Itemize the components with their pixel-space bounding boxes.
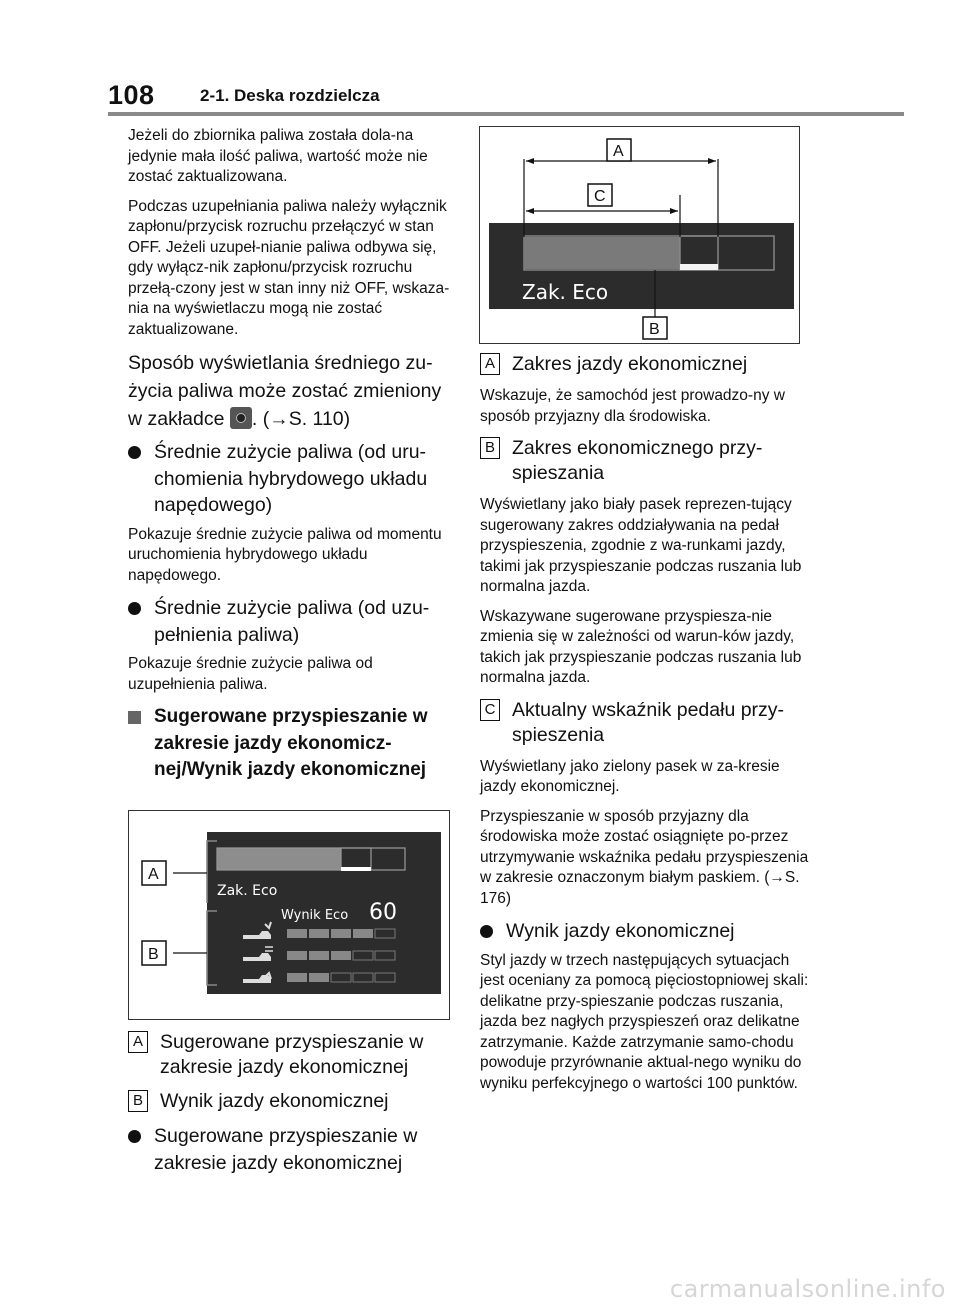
bullet-title: Średnie zużycie paliwa (od uru-chomienia…: [154, 441, 428, 516]
note-fuel-low: Jeżeli do zbiornika paliwa została dola-…: [128, 127, 428, 185]
callout-c-text: C: [594, 188, 606, 205]
watermark: carmanualsonline.info: [669, 1275, 946, 1303]
bracket-b: [206, 910, 217, 986]
score-row-accelerate: [287, 928, 396, 939]
bullet-avg-since-refuel: Średnie zużycie paliwa (od uzu-pełnienia…: [128, 595, 454, 648]
item-c: C Aktualny wskaźnik pedału przy-spieszen…: [480, 698, 810, 748]
car-cruise-icon: [243, 946, 273, 961]
bullet-dot: [128, 1130, 141, 1143]
bullet-dot: [128, 446, 141, 459]
item-desc: Wyświetlany jako biały pasek reprezen-tu…: [480, 496, 802, 595]
letter-box: A: [480, 353, 500, 375]
callout-a: [141, 860, 167, 886]
item-desc: Wyświetlany jako zielony pasek w za-kres…: [480, 757, 780, 796]
legend-text: Sugerowane przyspieszanie w zakresie jaz…: [160, 1031, 424, 1078]
subsection-heading: Sugerowane przyspieszanie w zakresie jaz…: [128, 704, 454, 784]
bullet-title: Wynik jazdy ekonomicznej: [506, 920, 735, 942]
bullet-dot: [480, 925, 493, 938]
lead-ref: . (→S. 110): [251, 408, 351, 430]
lead-text: Sposób wyświetlania średniego zu-życia p…: [128, 352, 442, 430]
callout-a-text: A: [148, 866, 159, 883]
item-title: Zakres jazdy ekonomicznej: [512, 353, 748, 375]
eco-bar-fill: [217, 848, 341, 870]
eco-bar-fill: [524, 237, 680, 269]
score-label: Wynik Eco: [281, 908, 348, 923]
bullet-desc: Pokazuje średnie zużycie paliwa od uzupe…: [128, 655, 373, 693]
eco-label: Zak. Eco: [522, 280, 608, 304]
eco-zone-illustration: Zak. Eco A C B: [489, 138, 794, 340]
lead-display-change: Sposób wyświetlania średniego zu-życia p…: [128, 349, 454, 433]
eco-bar-white-mark: [680, 264, 718, 270]
square-marker: [128, 711, 141, 724]
settings-icon: [229, 407, 252, 429]
section-title: 2-1. Deska rozdzielcza: [200, 86, 380, 105]
bullet-title: Średnie zużycie paliwa (od uzu-pełnienia…: [154, 597, 430, 646]
legend-item-b: B Wynik jazdy ekonomicznej: [128, 1089, 458, 1114]
callout-b-text: B: [649, 321, 660, 338]
item-desc: Przyspieszanie w sposób przyjazny dla śr…: [480, 807, 809, 907]
bullet-suggested-accel: Sugerowane przyspieszanie w zakresie jaz…: [128, 1123, 458, 1176]
subsection-title: Sugerowane przyspieszanie w zakresie jaz…: [154, 706, 428, 780]
bullet-dot: [128, 602, 141, 615]
score-value: 60: [369, 900, 397, 925]
eco-bar-white-mark: [341, 867, 371, 871]
callout-c: [587, 183, 613, 207]
item-desc: Wskazuje, że samochód jest prowadzo-ny w…: [480, 387, 785, 425]
bullet-avg-since-start: Średnie zużycie paliwa (od uru-chomienia…: [128, 439, 454, 519]
eco-score-figure: Zak. Eco Wynik Eco 60: [128, 810, 450, 1020]
header-rule: [108, 112, 904, 116]
bullet-eco-score: Wynik jazdy ekonomicznej: [480, 918, 810, 945]
legend-text: Wynik jazdy ekonomicznej: [160, 1090, 389, 1112]
eco-zone-figure: Zak. Eco A C B: [479, 126, 800, 344]
note-refuel: Podczas uzupełniania paliwa należy wyłąc…: [128, 197, 450, 338]
eco-score-illustration: Zak. Eco Wynik Eco 60: [141, 832, 441, 994]
right-column: A Zakres jazdy ekonomicznej Wskazuje, że…: [480, 352, 810, 1103]
eco-bar-frame: [216, 847, 406, 871]
callout-a-text: A: [613, 143, 624, 160]
car-accelerate-icon: [243, 921, 272, 939]
bullet-desc: Styl jazdy w trzech następujących sytuac…: [480, 951, 809, 1092]
letter-box: C: [480, 698, 500, 721]
item-b: B Zakres ekonomicznego przy-spieszania: [480, 436, 810, 486]
bracket-a: [206, 840, 217, 903]
item-title: Aktualny wskaźnik pedału przy-spieszenia: [512, 698, 785, 746]
callout-a: [606, 138, 632, 162]
page-number: 108: [108, 80, 155, 110]
item-a: A Zakres jazdy ekonomicznej: [480, 352, 810, 377]
callout-b: [141, 940, 167, 966]
legend-letter-box: A: [128, 1031, 148, 1053]
letter-box: B: [480, 437, 500, 459]
callout-b: [642, 316, 668, 340]
left-legend: A Sugerowane przyspieszanie w zakresie j…: [128, 1030, 458, 1182]
legend-letter-box: B: [128, 1090, 148, 1112]
eco-label: Zak. Eco: [217, 883, 277, 899]
legend-item-a: A Sugerowane przyspieszanie w zakresie j…: [128, 1030, 458, 1080]
bullet-title: Sugerowane przyspieszanie w zakresie jaz…: [154, 1125, 418, 1174]
score-row-cruise: [287, 950, 396, 961]
bullet-desc: Pokazuje średnie zużycie paliwa od momen…: [128, 525, 442, 584]
car-brake-icon: [243, 971, 272, 983]
item-title: Zakres ekonomicznego przy-spieszania: [512, 437, 763, 484]
left-column: Jeżeli do zbiornika paliwa została dola-…: [128, 126, 454, 794]
score-row-brake: [287, 972, 396, 983]
callout-b-text: B: [148, 946, 159, 963]
item-desc: Wskazywane sugerowane przyspiesza-nie zm…: [480, 607, 802, 687]
